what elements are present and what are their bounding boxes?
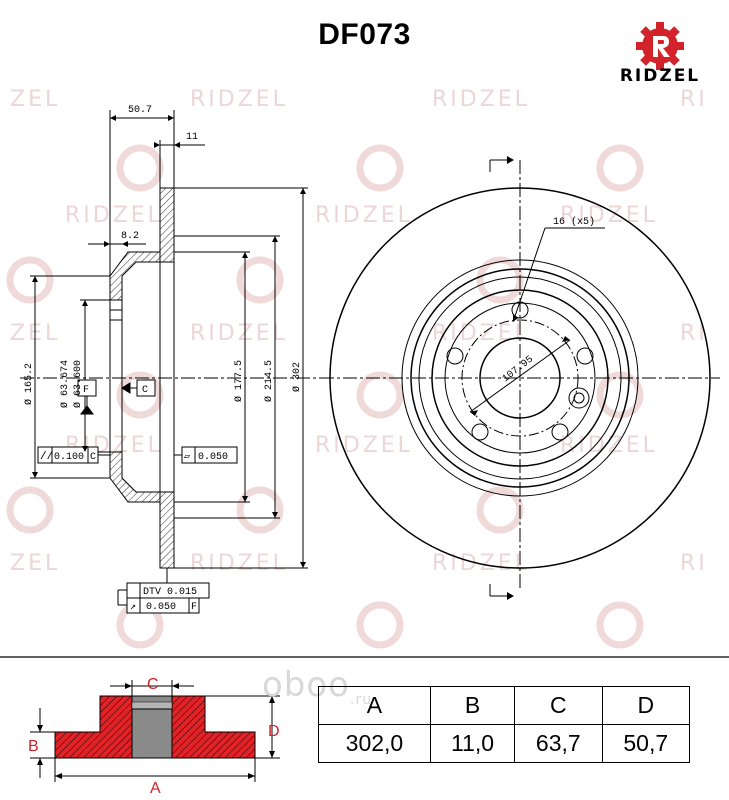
spec-header-row: A B C D <box>318 686 691 725</box>
watermark-text: RI <box>680 321 708 346</box>
dim-d1775-label: Ø 177.5 <box>233 360 245 402</box>
spec-diagram: C A B D <box>0 656 729 797</box>
datum-f-label: F <box>83 385 89 396</box>
watermark-text: RIDZEL <box>432 321 530 346</box>
tol-parallel-ref: C <box>90 452 96 463</box>
dim-d2145-label: Ø 214.5 <box>263 360 275 402</box>
dim-thickness-label: 11 <box>186 132 198 143</box>
watermark-text: RIDZEL <box>190 551 288 576</box>
watermark-text: RIDZEL <box>315 203 413 228</box>
tol-runout-value: 0.050 <box>146 602 176 613</box>
diagram-label-a: A <box>150 780 161 797</box>
spec-header-c: C <box>514 686 603 725</box>
watermark-text: RIDZEL <box>190 87 288 112</box>
datum-c-label: C <box>142 385 148 396</box>
technical-drawing: ZEL RIDZEL RIDZEL RI RIDZEL RIDZEL RIDZE… <box>6 87 720 649</box>
spec-value-a: 302,0 <box>318 724 431 763</box>
pcd-label: 107.95 <box>501 354 536 385</box>
tol-runout-ref: F <box>191 602 197 613</box>
watermark-text: RI <box>680 551 708 576</box>
brand-name: RIDZEL <box>619 66 701 86</box>
watermark-text: ZEL <box>10 551 60 576</box>
spec-header-a: A <box>318 686 431 725</box>
diagram-label-d: D <box>268 723 280 740</box>
holes-label: 16 (x5) <box>553 216 595 228</box>
tol-dtv-label: DTV 0.015 <box>143 587 197 598</box>
spec-value-b: 11,0 <box>429 724 516 763</box>
parallel-symbol: // <box>40 451 53 463</box>
watermark-text: RI <box>680 87 708 112</box>
spec-value-c: 63,7 <box>514 724 603 763</box>
ridzel-logo <box>636 22 684 70</box>
spec-value-row: 302,0 11,0 63,7 50,7 <box>318 724 691 763</box>
tol-flat-value: 0.050 <box>198 452 228 463</box>
watermark-text: RIDZEL <box>432 87 530 112</box>
dim-width-label: 50.7 <box>128 105 152 116</box>
flatness-symbol: ▱ <box>184 452 190 463</box>
watermark-layer: ZEL RIDZEL RIDZEL RI RIDZEL RIDZEL RIDZE… <box>10 87 708 576</box>
tol-parallel-value: 0.100 <box>54 452 84 463</box>
dim-d63600-label: Ø 63.600 <box>72 360 84 408</box>
watermark-text: RIDZEL <box>65 203 163 228</box>
watermark-text: ZEL <box>10 87 60 112</box>
watermark-text: RIDZEL <box>315 433 413 458</box>
spec-header-b: B <box>429 686 516 725</box>
spec-header-d: D <box>601 686 691 725</box>
watermark-text: RIDZEL <box>560 203 658 228</box>
diagram-label-c: C <box>147 676 159 693</box>
part-number-title: DF073 <box>318 18 411 51</box>
front-view <box>320 159 720 597</box>
runout-symbol: ↗ <box>130 602 136 613</box>
diagram-label-b: B <box>28 738 39 755</box>
watermark-text: ZEL <box>10 321 60 346</box>
side-section-view <box>20 110 320 614</box>
watermark-text: RIDZEL <box>190 321 288 346</box>
spec-table: A B C D 302,0 11,0 63,7 50,7 <box>318 686 691 763</box>
dim-d1652-label: Ø 165.2 <box>23 363 35 405</box>
dim-hat-wall-label: 8.2 <box>121 231 139 242</box>
dim-d63674-label: Ø 63.674 <box>59 360 71 408</box>
dim-d302-label: Ø 302 <box>291 362 303 392</box>
spec-value-d: 50,7 <box>601 724 691 763</box>
watermark-text: RIDZEL <box>560 433 658 458</box>
